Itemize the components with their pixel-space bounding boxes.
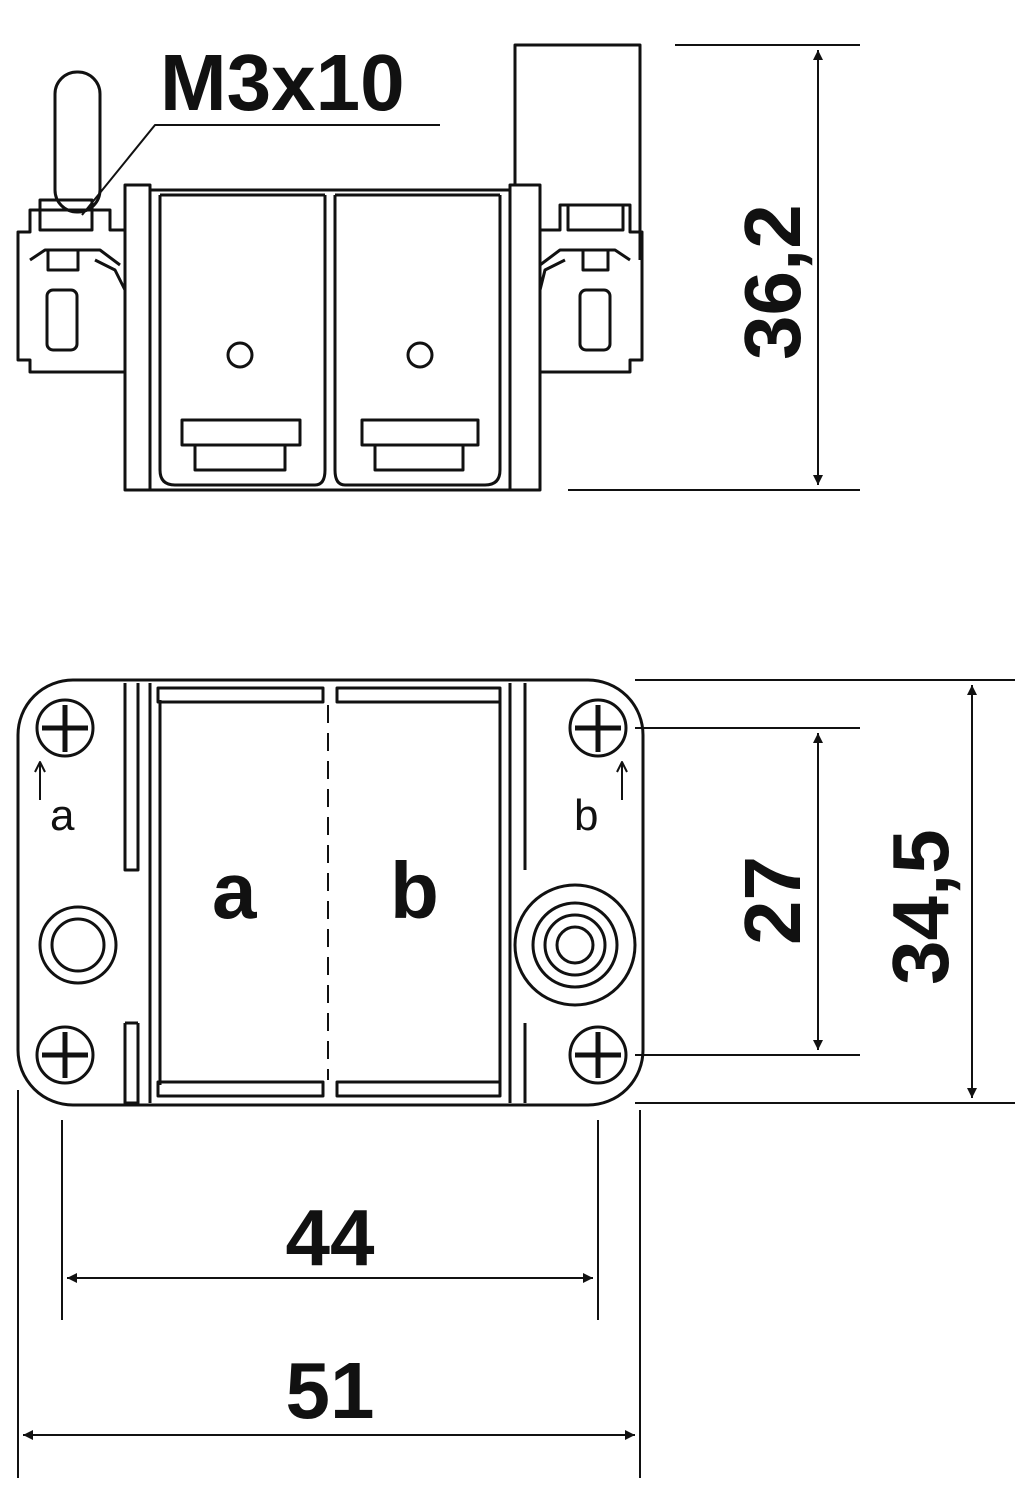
left-cable-hole-outer	[38, 905, 118, 985]
screw-top-left	[35, 698, 95, 758]
screw-top-right	[568, 698, 628, 758]
side-inner-wall-left	[148, 190, 327, 490]
right-cable-gland-ring	[531, 901, 619, 989]
side-latch-right	[360, 418, 480, 472]
side-right-flange	[540, 203, 644, 374]
top-strip-right	[335, 686, 502, 704]
side-left-screw-head	[46, 248, 80, 272]
dim-27	[635, 727, 860, 1056]
dim-44-text: 44	[286, 1193, 375, 1282]
left-cable-hole-inner	[50, 917, 106, 973]
side-right-post	[513, 43, 642, 260]
side-label-b: b	[574, 791, 598, 840]
chamber-label-a: a	[212, 846, 257, 935]
side-label-a: a	[50, 791, 75, 840]
chamber-label-b: b	[390, 846, 439, 935]
top-inner-left-walls	[123, 683, 140, 1105]
side-left-screw-rod	[53, 70, 102, 214]
top-strip-left	[156, 686, 325, 704]
dim-36-2-text: 36,2	[728, 204, 817, 360]
side-hole-right	[406, 341, 434, 369]
screw-bottom-left	[35, 1025, 95, 1085]
dim-34-5-text: 34,5	[876, 829, 965, 985]
side-latch-left	[180, 418, 302, 472]
bottom-strip-right	[335, 1080, 502, 1098]
screw-leader-line	[81, 124, 440, 216]
right-cable-gland-outer	[513, 883, 637, 1007]
side-right-screw-shank	[578, 288, 612, 352]
screw-label: M3x10	[160, 38, 405, 127]
side-left-flange	[16, 208, 125, 374]
side-right-screw-neck	[581, 248, 610, 272]
top-inner-right-walls	[508, 683, 527, 1103]
dim-51-text: 51	[286, 1346, 375, 1435]
dim-34-5	[635, 679, 1015, 1104]
side-left-screw-nut	[38, 198, 94, 232]
arrow-a-small	[34, 761, 46, 800]
dim-51	[17, 1090, 641, 1478]
right-cable-gland-core	[555, 925, 595, 965]
bottom-strip-left	[156, 1080, 325, 1098]
right-cable-gland-inner	[543, 913, 607, 977]
side-left-screw-shank	[45, 288, 79, 352]
dim-36-2	[568, 44, 860, 491]
dim-44	[61, 1120, 599, 1320]
screw-bottom-right	[568, 1025, 628, 1085]
side-right-screw-head	[566, 203, 625, 232]
top-outline	[16, 678, 645, 1107]
arrow-b-small	[616, 761, 628, 800]
side-inner-wall-right	[333, 190, 512, 490]
dim-27-text: 27	[728, 856, 817, 945]
side-view	[16, 43, 644, 492]
top-chamber-walls	[148, 683, 502, 1103]
side-hole-left	[226, 341, 254, 369]
top-view	[16, 678, 645, 1107]
